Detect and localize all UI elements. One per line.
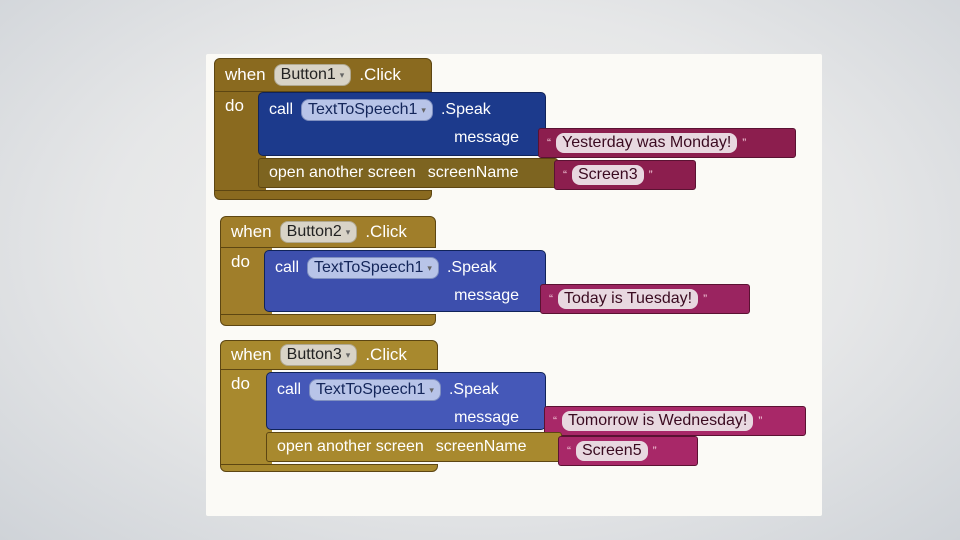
message-value[interactable]: Yesterday was Monday! [556, 133, 738, 153]
component-dropdown[interactable]: Button3 ▾ [279, 344, 358, 366]
method-name: .Speak [446, 259, 497, 276]
when-label: when [231, 222, 272, 241]
do-label: do [231, 252, 250, 271]
do-label: do [225, 96, 244, 115]
message-text-block[interactable]: “ Tomorrow is Wednesday! ” [544, 406, 806, 436]
message-text-block[interactable]: “ Today is Tuesday! ” [540, 284, 750, 314]
event-header[interactable]: when Button2 ▾ .Click [220, 216, 436, 248]
event-name: .Click [365, 345, 407, 364]
component-name: Button2 [286, 223, 342, 240]
call-label: call [277, 381, 302, 398]
message-label: message [454, 129, 519, 146]
event-header[interactable]: when Button1 ▾ .Click [214, 58, 432, 92]
chevron-down-icon: ▾ [427, 262, 432, 273]
message-label: message [454, 409, 519, 426]
event-footer [220, 464, 438, 472]
component-dropdown[interactable]: Button2 ▾ [279, 221, 358, 243]
quote-icon: “ [567, 444, 571, 458]
quote-icon: “ [547, 136, 551, 150]
component-name: Button1 [280, 66, 336, 83]
quote-icon: “ [563, 168, 567, 182]
speak-call-block[interactable]: call TextToSpeech1 ▾ .Speak message [264, 250, 546, 312]
event-body-side: do [220, 248, 272, 316]
chevron-down-icon: ▾ [339, 69, 345, 80]
quote-icon: ” [648, 168, 653, 182]
screen-value[interactable]: Screen3 [572, 165, 644, 185]
event-header[interactable]: when Button3 ▾ .Click [220, 340, 438, 370]
quote-icon: ” [703, 292, 708, 306]
event-footer [214, 190, 432, 200]
chevron-down-icon: ▾ [345, 226, 351, 237]
component-name: Button3 [286, 346, 342, 363]
quote-icon: ” [742, 136, 747, 150]
chevron-down-icon: ▾ [429, 384, 434, 395]
tts-dropdown[interactable]: TextToSpeech1 ▾ [301, 99, 433, 121]
open-screen-label: open another screen [269, 164, 416, 181]
screen-value[interactable]: Screen5 [576, 441, 648, 461]
call-label: call [269, 101, 294, 118]
when-label: when [225, 65, 266, 84]
event-name: .Click [365, 222, 407, 241]
method-name: .Speak [448, 381, 499, 398]
message-text-block[interactable]: “ Yesterday was Monday! ” [538, 128, 796, 158]
call-label: call [275, 259, 300, 276]
blocks-workspace[interactable]: when Button1 ▾ .Click do call TextToSpee… [206, 54, 822, 516]
open-screen-block[interactable]: open another screen screenName [258, 158, 558, 188]
event-footer [220, 314, 436, 326]
event-body-side: do [214, 92, 266, 192]
message-value[interactable]: Today is Tuesday! [558, 289, 699, 309]
open-screen-label: open another screen [277, 438, 424, 455]
screen-text-block[interactable]: “ Screen5 ” [558, 436, 698, 466]
message-label: message [454, 287, 519, 304]
open-screen-block[interactable]: open another screen screenName [266, 432, 562, 462]
quote-icon: ” [758, 414, 763, 428]
method-name: .Speak [440, 101, 491, 118]
speak-call-block[interactable]: call TextToSpeech1 ▾ .Speak message [258, 92, 546, 156]
screen-name-label: screenName [435, 438, 527, 455]
tts-dropdown[interactable]: TextToSpeech1 ▾ [309, 379, 441, 401]
quote-icon: “ [553, 414, 557, 428]
event-name: .Click [359, 65, 401, 84]
screen-name-label: screenName [427, 164, 519, 181]
quote-icon: “ [549, 292, 553, 306]
tts-name: TextToSpeech1 [308, 101, 418, 118]
chevron-down-icon: ▾ [421, 104, 426, 115]
chevron-down-icon: ▾ [345, 349, 351, 360]
tts-name: TextToSpeech1 [314, 259, 424, 276]
component-dropdown[interactable]: Button1 ▾ [273, 64, 352, 86]
quote-icon: ” [652, 444, 657, 458]
message-value[interactable]: Tomorrow is Wednesday! [562, 411, 754, 431]
when-label: when [231, 345, 272, 364]
tts-name: TextToSpeech1 [316, 381, 426, 398]
speak-call-block[interactable]: call TextToSpeech1 ▾ .Speak message [266, 372, 546, 430]
tts-dropdown[interactable]: TextToSpeech1 ▾ [307, 257, 439, 279]
event-body-side: do [220, 370, 272, 466]
screen-text-block[interactable]: “ Screen3 ” [554, 160, 696, 190]
do-label: do [231, 374, 250, 393]
